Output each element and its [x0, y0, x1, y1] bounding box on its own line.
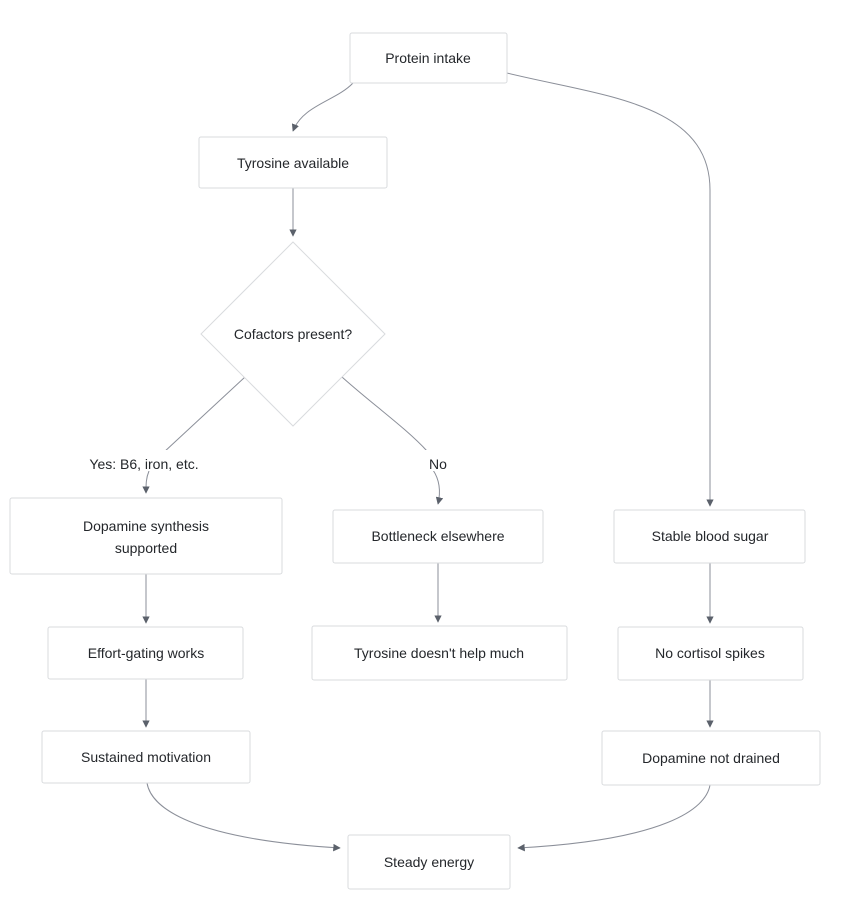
node-protein-intake-label: Protein intake [385, 50, 471, 66]
node-cofactors-present: Cofactors present? [200, 241, 386, 427]
edge-label-no-bg [423, 450, 453, 471]
node-dopamine-synthesis-line2: supported [115, 540, 177, 556]
node-effort-gating: Effort-gating works [47, 626, 244, 680]
node-sustained-motivation-label: Sustained motivation [81, 749, 211, 765]
edge-protein-to-tyrosine [291, 82, 354, 132]
node-protein-intake-box [349, 32, 508, 84]
node-sustained-motivation: Sustained motivation [41, 730, 251, 784]
edge-cofactors-no-segment [341, 376, 428, 452]
node-dopamine-synthesis: Dopamine synthesis supported [9, 497, 283, 575]
node-sustained-motivation-box [41, 730, 251, 784]
node-no-cortisol-spikes-label: No cortisol spikes [655, 645, 765, 661]
node-steady-energy: Steady energy [347, 834, 511, 890]
node-no-cortisol-spikes-box [617, 626, 804, 681]
node-dopamine-synthesis-box [9, 497, 283, 575]
node-bottleneck-elsewhere-box [332, 509, 544, 564]
edge-yes-to-dopamine [142, 470, 150, 494]
node-stable-blood-sugar: Stable blood sugar [613, 509, 806, 564]
node-stable-blood-sugar-box [613, 509, 806, 564]
node-steady-energy-box [347, 834, 511, 890]
edge-cofactors-yes-segment [162, 376, 246, 454]
decision-diamond [200, 241, 386, 427]
node-cofactors-present-label: Cofactors present? [234, 326, 352, 342]
edge-label-yes-bg [82, 450, 206, 471]
edge-sustained-to-steady [146, 782, 341, 852]
node-protein-intake: Protein intake [349, 32, 508, 84]
edge-label-no: No [423, 450, 453, 472]
node-dopamine-not-drained-label: Dopamine not drained [642, 750, 780, 766]
edge-no-to-bottleneck [432, 469, 444, 505]
node-tyrosine-no-help-label: Tyrosine doesn't help much [354, 645, 524, 661]
node-dopamine-synthesis-line1: Dopamine synthesis [83, 518, 209, 534]
edge-label-yes: Yes: B6, iron, etc. [82, 450, 206, 472]
edge-label-no-text: No [429, 456, 447, 472]
node-effort-gating-box [47, 626, 244, 680]
edge-notdrained-to-steady [517, 784, 711, 852]
node-tyrosine-available-label: Tyrosine available [237, 155, 349, 171]
node-bottleneck-elsewhere: Bottleneck elsewhere [332, 509, 544, 564]
node-tyrosine-no-help: Tyrosine doesn't help much [311, 625, 568, 681]
node-no-cortisol-spikes: No cortisol spikes [617, 626, 804, 681]
node-tyrosine-no-help-box [311, 625, 568, 681]
node-effort-gating-label: Effort-gating works [88, 645, 204, 661]
node-bottleneck-elsewhere-label: Bottleneck elsewhere [371, 528, 504, 544]
edge-label-yes-text: Yes: B6, iron, etc. [89, 456, 198, 472]
edges [142, 72, 714, 852]
node-tyrosine-available-box [198, 136, 388, 189]
node-stable-blood-sugar-label: Stable blood sugar [652, 528, 769, 544]
edge-protein-to-bloodsugar [506, 72, 714, 507]
node-dopamine-not-drained-box [601, 730, 821, 786]
node-tyrosine-available: Tyrosine available [198, 136, 388, 189]
node-steady-energy-label: Steady energy [384, 854, 474, 870]
node-dopamine-not-drained: Dopamine not drained [601, 730, 821, 786]
